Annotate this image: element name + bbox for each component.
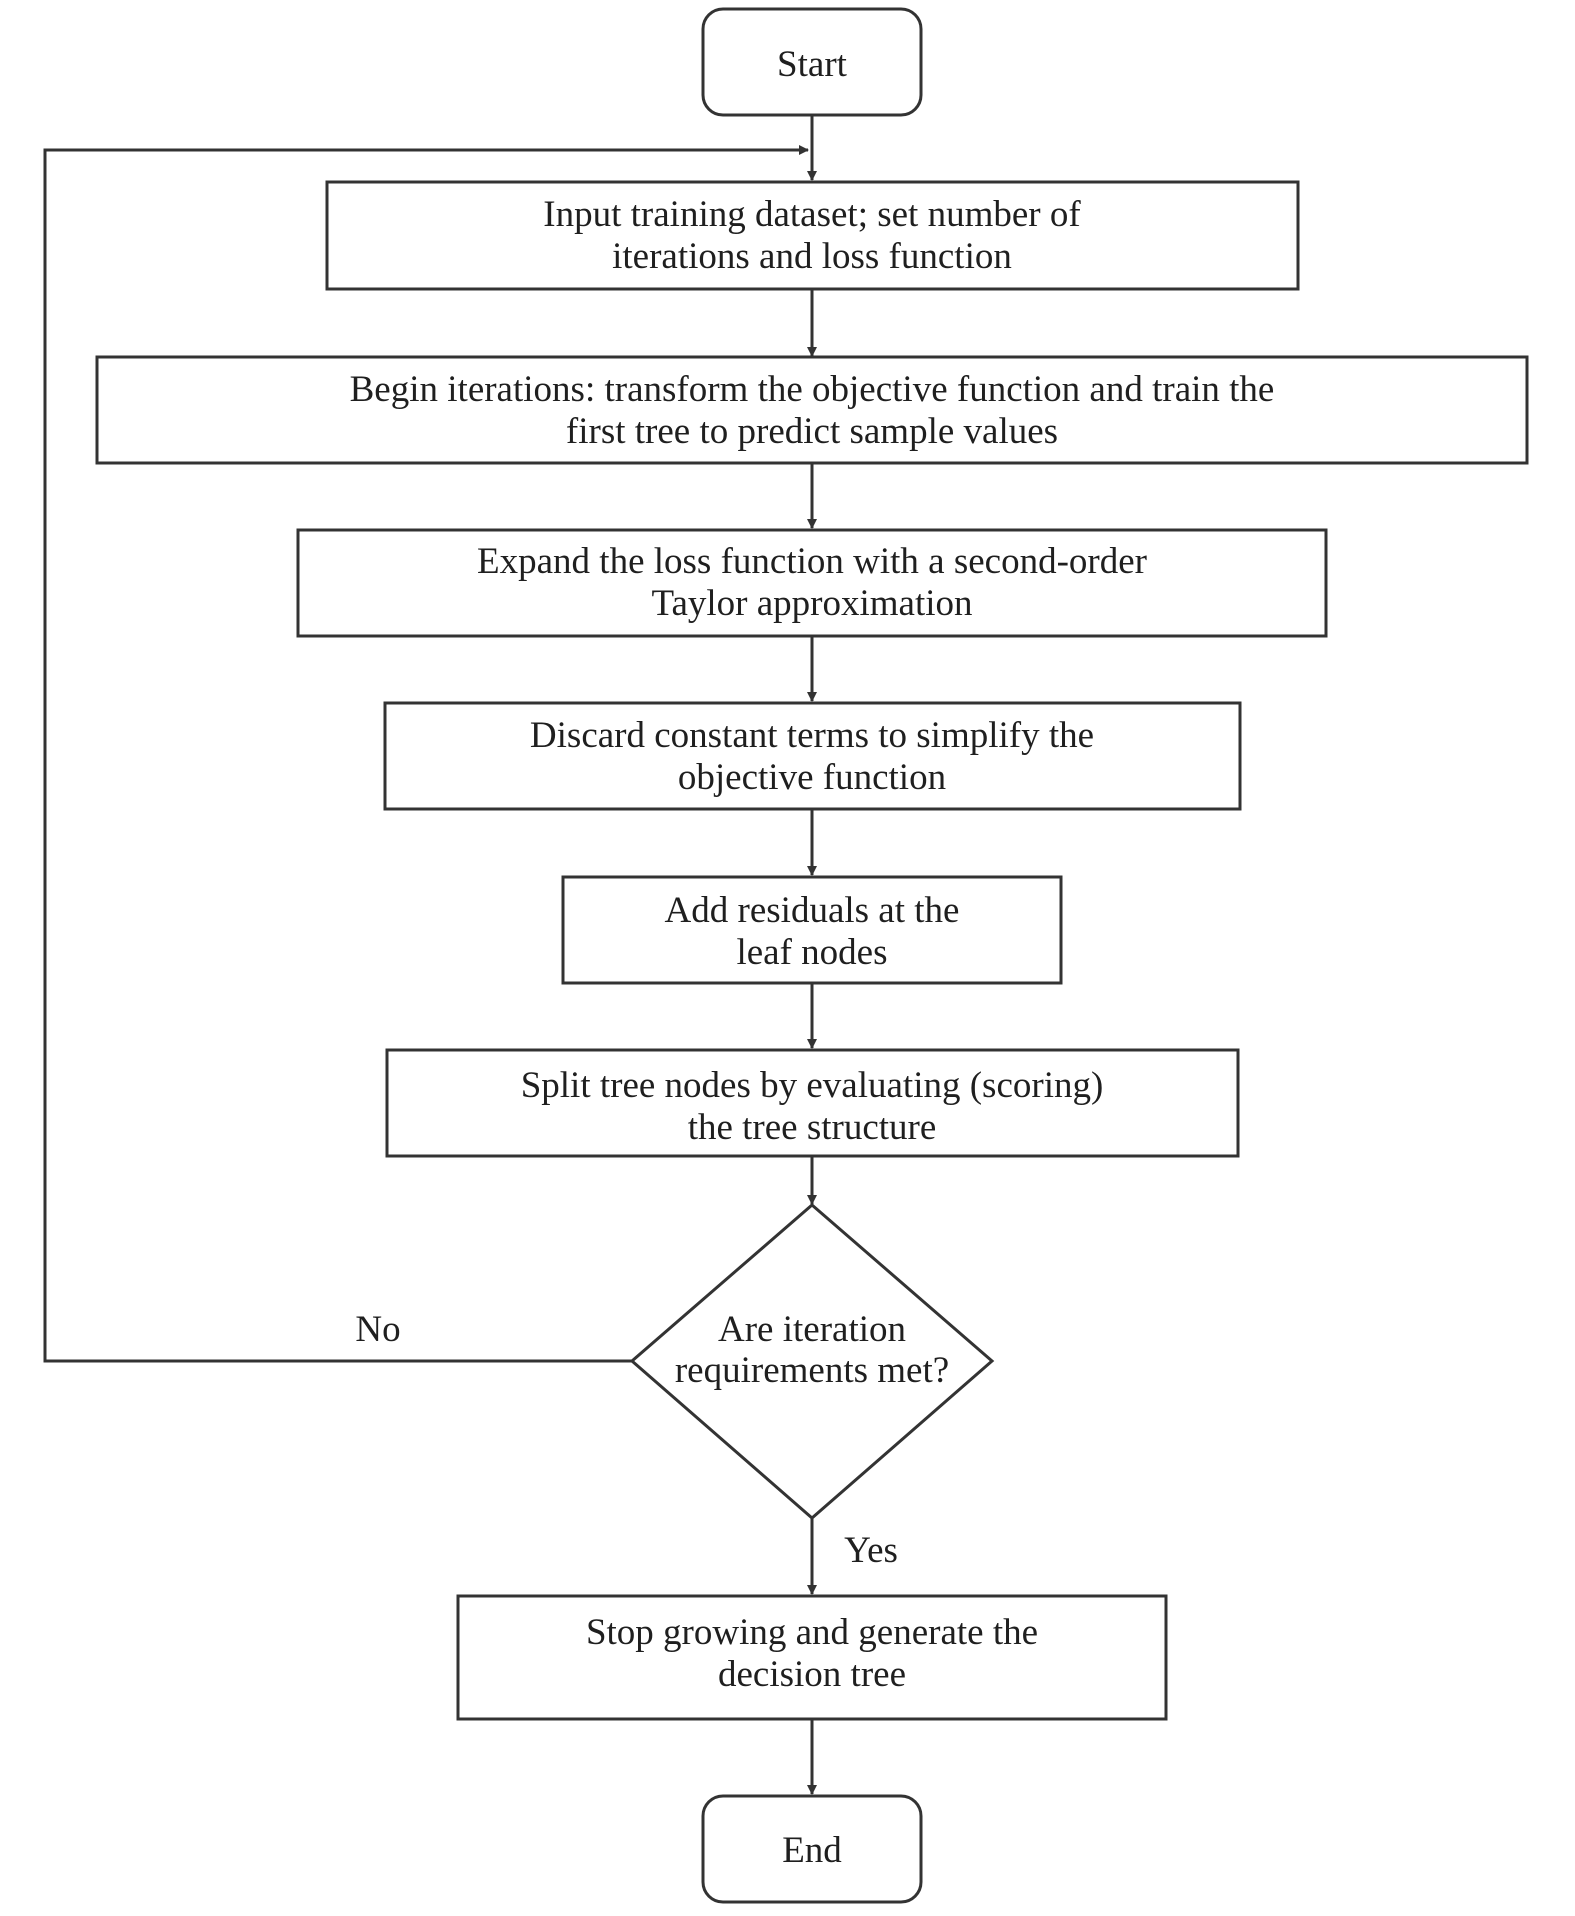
step-split-tree-nodes: Split tree nodes by evaluating (scoring)…: [385, 1048, 1240, 1158]
decision-line1: Are iteration: [718, 1309, 906, 1350]
no-branch-label: No: [355, 1309, 400, 1350]
step-discard-constant-terms: Discard constant terms to simplify the o…: [383, 701, 1242, 811]
step2-line2: first tree to predict sample values: [566, 411, 1058, 452]
step-begin-iterations: Begin iterations: transform the objectiv…: [95, 355, 1529, 465]
decision-line2: requirements met?: [675, 1350, 949, 1391]
step4-line1: Discard constant terms to simplify the: [530, 715, 1094, 756]
step1-line1: Input training dataset; set number of: [543, 194, 1081, 235]
decision-diamond: Are iteration requirements met?: [629, 1203, 995, 1520]
connectors: [43, 115, 817, 1795]
step6-line1: Split tree nodes by evaluating (scoring): [521, 1065, 1104, 1106]
step3-line1: Expand the loss function with a second-o…: [477, 541, 1147, 582]
final-line2: decision tree: [718, 1654, 906, 1695]
step-expand-loss-function: Expand the loss function with a second-o…: [296, 528, 1328, 638]
end-label: End: [782, 1830, 842, 1871]
step-input-training-dataset: Input training dataset; set number of it…: [325, 180, 1300, 291]
step2-line1: Begin iterations: transform the objectiv…: [350, 369, 1275, 410]
step-add-residuals: Add residuals at the leaf nodes: [561, 875, 1063, 985]
end-terminator: End: [701, 1794, 923, 1904]
yes-branch-label: Yes: [844, 1530, 898, 1571]
step5-line1: Add residuals at the: [665, 890, 960, 931]
final-line1: Stop growing and generate the: [586, 1612, 1038, 1653]
start-label: Start: [777, 44, 848, 85]
loop-back-arrow: [43, 145, 809, 1363]
start-terminator: Start: [701, 7, 923, 117]
step-stop-growing: Stop growing and generate the decision t…: [456, 1594, 1168, 1721]
step6-line2: the tree structure: [688, 1107, 937, 1148]
step5-line2: leaf nodes: [736, 932, 887, 973]
step4-line2: objective function: [678, 757, 946, 798]
step1-line2: iterations and loss function: [612, 236, 1012, 277]
step3-line2: Taylor approximation: [651, 583, 972, 624]
